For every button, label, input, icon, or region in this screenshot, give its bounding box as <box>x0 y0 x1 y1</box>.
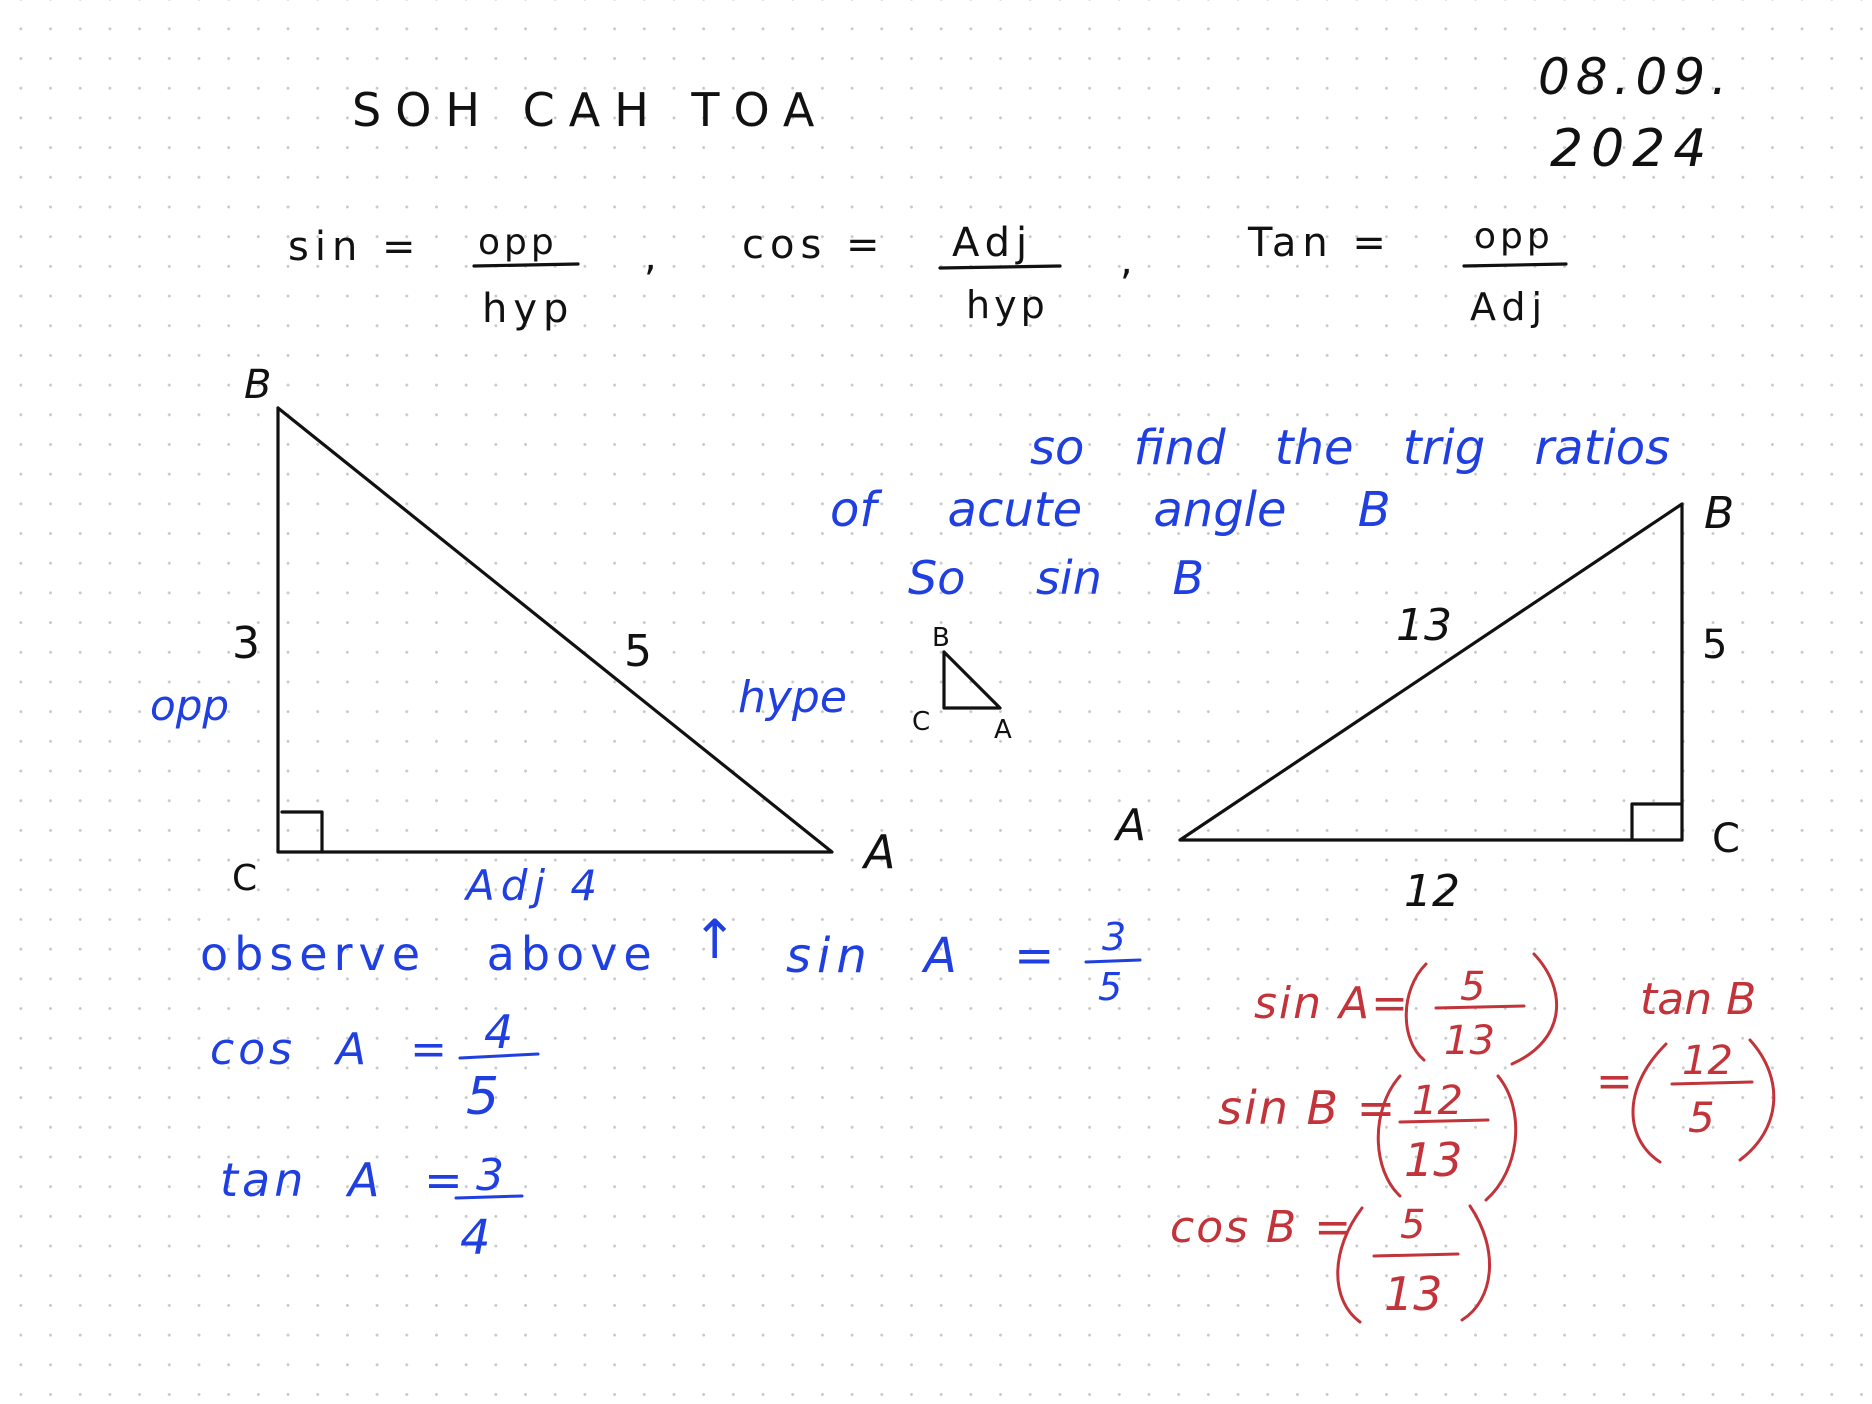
answer-cos-b: cos B = 5 13 <box>1170 1202 1491 1324</box>
triangle-left: B C A 3 5 Adj 4 opp hype <box>150 362 895 910</box>
formula-sin: sin = opp hyp <box>288 222 580 332</box>
formula-tan: Tan = opp Adj <box>1247 216 1568 329</box>
formula-sin-label: sin = <box>288 224 422 270</box>
answer-tan-a: tan A = 3 4 <box>220 1150 524 1266</box>
triangle-left-note-hyp: hype <box>738 672 847 723</box>
formula-cos-label: cos = <box>742 222 886 268</box>
triangle-left-vertex-b: B <box>244 362 271 408</box>
instruction-line-1: so find the trig ratios <box>1030 420 1670 476</box>
page-title: SOH CAH TOA <box>352 83 828 137</box>
answer-tan-b-label: tan B <box>1640 974 1756 1025</box>
answer-sin-a-red-numerator: 5 <box>1460 964 1485 1010</box>
answer-sin-a-red-denominator: 13 <box>1444 1018 1495 1064</box>
answer-tan-b: tan B = 12 5 <box>1596 974 1776 1164</box>
formula-tan-denominator: Adj <box>1470 285 1548 329</box>
triangle-right-vertex-a: A <box>1113 800 1146 851</box>
observe-arrow: ↑ <box>692 908 737 971</box>
triangle-right-vertex-b: B <box>1704 488 1734 539</box>
answer-cos-b-denominator: 13 <box>1384 1267 1443 1321</box>
answer-tan-b-equals: = <box>1596 1056 1633 1107</box>
answer-cos-b-label: cos B = <box>1170 1202 1353 1253</box>
answer-tan-a-numerator: 3 <box>476 1150 504 1201</box>
formula-sin-denominator: hyp <box>482 286 574 332</box>
answer-sin-a-numerator: 3 <box>1102 915 1126 959</box>
formula-separator-1: , <box>644 234 657 280</box>
observe-text: observe above <box>200 927 658 981</box>
formula-cos: cos = Adj hyp <box>742 220 1062 327</box>
answer-sin-a-red: sin A= 5 13 <box>1254 952 1558 1066</box>
formula-tan-numerator: opp <box>1474 216 1554 257</box>
answer-sin-a-denominator: 5 <box>1098 965 1122 1009</box>
triangle-left-side-bc: 3 <box>232 618 260 669</box>
answer-tan-b-denominator: 5 <box>1688 1093 1715 1142</box>
instruction-line-2: of acute angle B <box>830 482 1391 538</box>
mini-triangle-vertex-c: C <box>912 707 930 737</box>
triangle-left-side-ca: Adj 4 <box>463 861 603 910</box>
date-line-1: 08.09. <box>1538 48 1733 106</box>
triangle-left-vertex-c: C <box>232 858 257 899</box>
answer-sin-b: sin B = 12 13 <box>1218 1074 1518 1202</box>
formula-tan-label: Tan = <box>1247 220 1392 266</box>
answer-tan-a-denominator: 4 <box>460 1210 491 1266</box>
answer-sin-a: sin A = 3 5 <box>786 915 1142 1009</box>
answer-cos-a: cos A = 4 5 <box>210 1005 540 1127</box>
answer-sin-b-numerator: 12 <box>1412 1078 1463 1124</box>
answer-tan-a-label: tan A = <box>220 1153 467 1207</box>
date-line-2: 2024 <box>1550 119 1714 179</box>
answer-cos-a-numerator: 4 <box>484 1005 513 1059</box>
triangle-right-side-ac: 12 <box>1404 866 1460 917</box>
formula-cos-denominator: hyp <box>966 283 1049 327</box>
triangle-right: B A C 13 5 12 <box>1113 488 1740 917</box>
answer-sin-b-denominator: 13 <box>1404 1133 1463 1187</box>
answer-tan-b-numerator: 12 <box>1682 1038 1733 1084</box>
instruction-line-3: So sin B <box>908 551 1204 605</box>
formula-separator-2: , <box>1120 238 1133 284</box>
mini-triangle-vertex-a: A <box>994 715 1012 745</box>
answer-sin-a-label: sin A = <box>786 928 1060 984</box>
answer-sin-b-label: sin B = <box>1218 1081 1397 1135</box>
answer-cos-a-denominator: 5 <box>466 1067 499 1127</box>
triangle-right-side-bc: 5 <box>1702 622 1727 668</box>
mini-triangle: B C A <box>912 623 1012 745</box>
formula-cos-numerator: Adj <box>952 220 1033 266</box>
formula-sin-numerator: opp <box>478 222 558 263</box>
triangle-left-note-opp: opp <box>150 681 229 730</box>
answer-cos-a-label: cos A = <box>210 1024 451 1075</box>
triangle-right-side-ab: 13 <box>1396 600 1452 651</box>
triangle-left-vertex-a: A <box>861 825 895 879</box>
answer-sin-a-red-label: sin A= <box>1254 978 1410 1029</box>
answer-cos-b-numerator: 5 <box>1400 1202 1425 1248</box>
triangle-right-vertex-c: C <box>1712 816 1740 862</box>
triangle-left-side-ab: 5 <box>624 626 652 677</box>
mini-triangle-vertex-b: B <box>932 623 950 653</box>
